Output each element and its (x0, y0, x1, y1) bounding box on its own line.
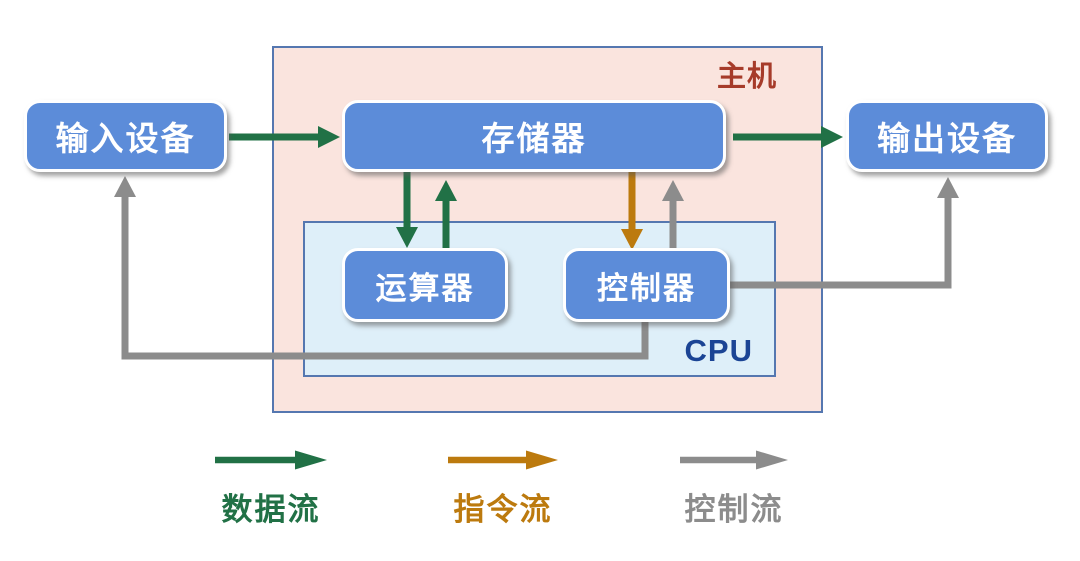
node-input-device-label: 输入设备 (55, 120, 196, 157)
legend-label-control-flow: 控制流 (684, 492, 784, 527)
arrow-memory-to-output (733, 126, 843, 148)
instruction-flow-arrow-icon (448, 450, 558, 470)
node-output-device-label: 输出设备 (877, 120, 1017, 157)
legend-item-control-flow: 控制流 (680, 450, 788, 529)
data-flow-arrow-icon (215, 450, 327, 470)
node-output-device: 输出设备 (846, 100, 1048, 172)
arrow-control-unit-to-input (114, 176, 649, 360)
arrow-memory-to-alu (396, 172, 418, 248)
legend-item-instruction-flow: 指令流 (448, 450, 558, 529)
host-label: 主机 (716, 61, 777, 93)
legend-label-instruction-flow: 指令流 (453, 492, 553, 527)
arrow-control-unit-to-output (728, 177, 959, 289)
node-memory: 存储器 (342, 100, 726, 172)
node-alu: 运算器 (342, 248, 508, 322)
arrow-alu-to-memory (435, 180, 457, 248)
arrow-memory-to-control-unit (621, 172, 643, 250)
node-input-device: 输入设备 (24, 100, 227, 172)
node-control-unit: 控制器 (563, 248, 730, 322)
node-control-unit-label: 控制器 (597, 270, 696, 306)
node-memory-label: 存储器 (481, 120, 587, 157)
legend-label-data-flow: 数据流 (221, 492, 321, 527)
node-alu-label: 运算器 (375, 270, 475, 306)
legend-item-data-flow: 数据流 (215, 450, 327, 529)
arrow-input-to-memory (229, 126, 340, 148)
arrow-control-unit-to-memory (662, 180, 684, 248)
control-flow-arrow-icon (680, 450, 788, 470)
cpu-label: CPU (684, 333, 753, 368)
